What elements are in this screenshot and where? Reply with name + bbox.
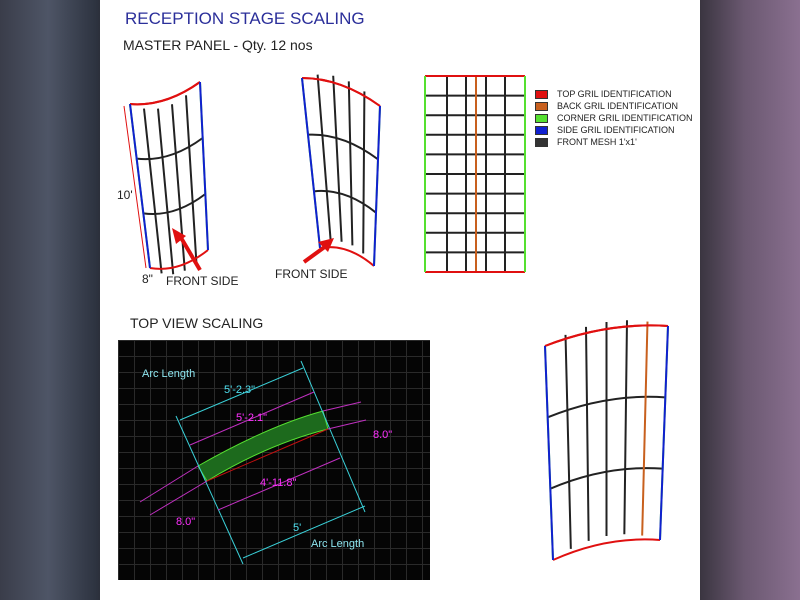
arc-length-label-bottom: Arc Length [311,538,365,550]
grid-vertical [332,75,343,242]
front-side-label-2: FRONT SIDE [275,267,348,281]
extension-line-right [300,360,366,513]
grid-horizontal [307,133,379,161]
legend: TOP GRIL IDENTIFICATION BACK GRIL IDENTI… [535,88,693,148]
legend-item: SIDE GRIL IDENTIFICATION [535,124,693,136]
side-gril [199,81,209,251]
arc-dim-bottom [242,505,366,559]
top-view-heading: TOP VIEW SCALING [130,315,264,331]
swatch-red [535,89,548,99]
grid-horizontal [149,249,209,270]
legend-label: BACK GRIL IDENTIFICATION [557,101,679,111]
grid-vertical [362,91,366,254]
grid-vertical [143,108,163,274]
legend-label: CORNER GRIL IDENTIFICATION [557,113,693,123]
side-gril [129,103,151,269]
grid-vertical [316,74,332,243]
master-panel-subtitle: MASTER PANEL - Qty. 12 nos [123,37,313,53]
thickness-ext [149,480,208,516]
arc-dim-top [179,367,304,421]
side-gril [659,325,669,541]
legend-item: FRONT MESH 1'x1' [535,136,693,148]
swatch-orange [535,101,548,111]
height-dimension: 10' [117,188,133,202]
thickness-left-value: 8.0" [176,516,196,528]
side-gril [373,105,381,267]
chord-line [206,428,329,482]
height-dimension-line [123,105,147,269]
depth-dimension: 8" [142,272,153,286]
grid-vertical [185,95,198,263]
arc-length-bottom-value: 5' [293,522,302,534]
grid-vertical [171,104,186,271]
legend-item: BACK GRIL IDENTIFICATION [535,100,693,112]
grid-horizontal [544,324,669,347]
legend-label: SIDE GRIL IDENTIFICATION [557,125,675,135]
swatch-green [535,113,548,123]
front-side-label-1: FRONT SIDE [166,274,239,288]
thickness-right-value: 8.0" [373,429,393,441]
grid-horizontal [313,189,377,214]
side-gril [544,345,554,561]
legend-item: TOP GRIL IDENTIFICATION [535,88,693,100]
grid-vertical [585,326,590,541]
grid-vertical [564,334,572,549]
arc-length-label-top: Arc Length [142,368,196,380]
swatch-blue [535,125,548,135]
arrow-head [318,238,334,252]
grid-vertical [157,108,175,275]
thickness-ext [327,419,367,430]
grid-horizontal [143,193,206,215]
side-gril [301,77,321,249]
legend-item: CORNER GRIL IDENTIFICATION [535,112,693,124]
front-side-arrow [302,244,328,264]
arc-length-top-value: 5'-2.3" [224,384,256,396]
chord-top-value: 5'-2.1" [236,412,268,424]
grid-vertical [641,321,649,536]
extension-line-left [175,415,244,565]
grid-vertical [347,81,354,246]
grid-horizontal [301,77,381,107]
grid-horizontal [136,137,204,161]
arrow-head [172,228,186,244]
chord-dim-bottom [217,457,341,511]
grid-horizontal [552,538,661,561]
page-title: RECEPTION STAGE SCALING [125,9,365,28]
cad-top-view: Arc Length 5'-2.3" 5'-2.1" 8.0" 4'-11.8"… [118,340,430,580]
cad-geometry [139,360,367,565]
legend-label: TOP GRIL IDENTIFICATION [557,89,672,99]
chord-dim-top [189,391,315,446]
top-gril-back [301,77,381,107]
chord-bottom-value: 4'-11.8" [260,477,297,489]
front-side-arrow [178,234,202,272]
swatch-dark [535,137,548,147]
legend-label: FRONT MESH 1'x1' [557,137,637,147]
thickness-ext [322,401,362,412]
thickness-ext [139,465,199,503]
grid-vertical [623,320,628,535]
grid-horizontal [129,81,201,106]
